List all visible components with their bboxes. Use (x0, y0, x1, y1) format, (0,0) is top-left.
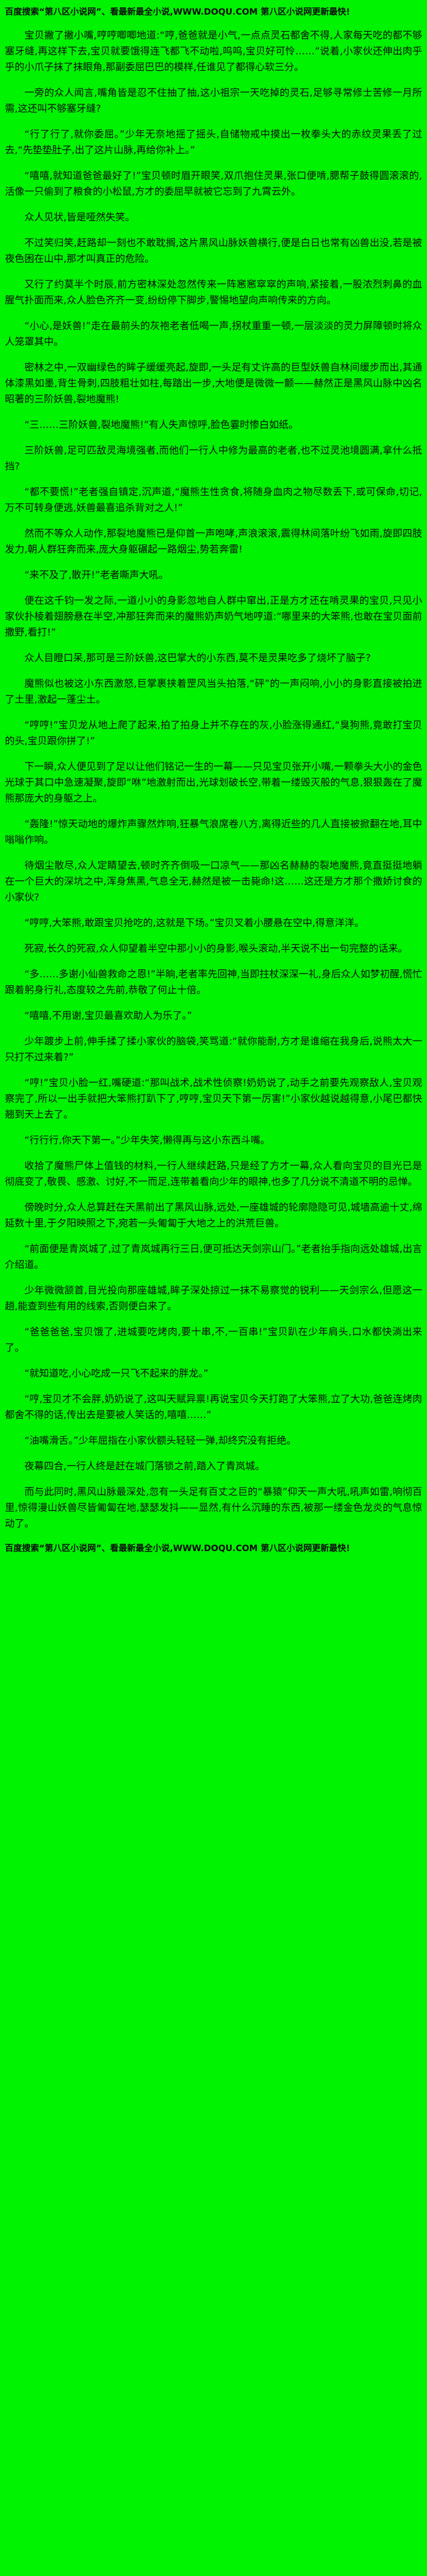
novel-paragraph: 少年微微颔首,目光投向那座雄城,眸子深处掠过一抹不易察觉的锐利——天剑宗么,但愿… (5, 1284, 422, 1312)
novel-paragraph: 不过笑归笑,赶路却一刻也不敢耽搁,这片黑风山脉妖兽横行,便是白日也常有凶兽出没,… (5, 237, 422, 264)
novel-paragraph: “哼哼!”宝贝龙从地上爬了起来,拍了拍身上并不存在的灰,小脸涨得通红,“臭狗熊,… (5, 719, 422, 747)
novel-paragraph: 三阶妖兽,足可匹敌灵海境强者,而他们一行人中修为最高的老者,也不过灵池境圆满,拿… (5, 444, 422, 472)
novel-paragraph: 众人目瞪口呆,那可是三阶妖兽,这巴掌大的小东西,莫不是灵果吃多了烧坏了脑子? (24, 652, 371, 664)
novel-paragraph: 便在这千钧一发之际,一道小小的身影忽地自人群中窜出,正是方才还在啃灵果的宝贝,只… (5, 595, 422, 638)
novel-paragraph: “嘻嘻,不用谢,宝贝最喜欢助人为乐了。” (24, 1010, 192, 1021)
novel-paragraph: “小心,是妖兽!”走在最前头的灰袍老者低喝一声,拐杖重重一顿,一层淡淡的灵力屏障… (5, 320, 422, 347)
novel-paragraph: “嘻嘻,就知道爸爸最好了!”宝贝顿时眉开眼笑,双爪抱住灵果,张口便啃,腮帮子鼓得… (5, 170, 422, 197)
novel-paragraph: “哼!”宝贝小脸一红,嘴硬道:“那叫战术,战术性侦察!奶奶说了,动手之前要先观察… (5, 1077, 422, 1120)
novel-paragraph: 收拾了魔熊尸体上值钱的材料,一行人继续赶路,只是经了方才一幕,众人看向宝贝的目光… (5, 1160, 422, 1187)
novel-paragraph: 然而不等众人动作,那裂地魔熊已是仰首一声咆哮,声浪滚滚,震得林间落叶纷飞如雨,旋… (5, 527, 422, 555)
novel-paragraph: “行了行了,就你委屈。”少年无奈地摇了摇头,自储物戒中摸出一枚拳头大的赤纹灵果丢… (5, 128, 422, 156)
novel-paragraph: “油嘴滑舌。”少年屈指在小家伙额头轻轻一弹,却终究没有拒绝。 (24, 1435, 296, 1446)
novel-paragraph: 傍晚时分,众人总算赶在天黑前出了黑风山脉,远处,一座雄城的轮廓隐隐可见,城墙高逾… (5, 1201, 422, 1229)
novel-paragraph: 宝贝撇了撇小嘴,哼哼唧唧地道:“哼,爸爸就是小气,一点点灵石都舍不得,人家每天吃… (5, 29, 422, 73)
novel-paragraph: 一旁的众人闻言,嘴角皆是忍不住抽了抽,这小祖宗一天吃掉的灵石,足够寻常修士苦修一… (5, 87, 422, 114)
site-notice-top: 百度搜索“第八区小说网”、看最新最全小说,WWW.DOQU.COM 第八区小说网… (5, 7, 350, 17)
novel-paragraph: 众人见状,皆是哑然失笑。 (24, 211, 135, 223)
novel-paragraph: 又行了约莫半个时辰,前方密林深处忽然传来一阵窸窸窣窣的声响,紧接着,一股浓烈刺鼻… (5, 278, 422, 306)
novel-paragraph: “行行行,你天下第一。”少年失笑,懒得再与这小东西斗嘴。 (24, 1134, 270, 1146)
novel-paragraph: “哼哼,大笨熊,敢跟宝贝抢吃的,这就是下场。”宝贝叉着小腰悬在空中,得意洋洋。 (24, 917, 364, 928)
novel-paragraph: 密林之中,一双幽绿色的眸子缓缓亮起,旋即,一头足有丈许高的巨型妖兽自林间缓步而出… (5, 361, 422, 405)
novel-content: 宝贝撇了撇小嘴,哼哼唧唧地道:“哼,爸爸就是小气,一点点灵石都舍不得,人家每天吃… (5, 27, 422, 1532)
novel-paragraph: 而与此同时,黑风山脉最深处,忽有一头足有百丈之巨的“暴猿”仰天一声大吼,吼声如雷… (5, 1486, 422, 1529)
novel-paragraph: 待烟尘散尽,众人定睛望去,顿时齐齐倒吸一口凉气——那凶名赫赫的裂地魔熊,竟直挺挺… (5, 859, 422, 903)
novel-paragraph: 少年踱步上前,伸手揉了揉小家伙的脑袋,笑骂道:“就你能耐,方才是谁缩在我身后,说… (5, 1035, 422, 1063)
novel-paragraph: “来不及了,散开!”老者嘶声大吼。 (24, 569, 169, 581)
novel-paragraph: 夜幕四合,一行人终是赶在城门落锁之前,踏入了青岚城。 (24, 1460, 265, 1472)
novel-paragraph: “就知道吃,小心吃成一只飞不起来的胖龙。” (24, 1367, 209, 1379)
novel-paragraph: “轰隆!”惊天动地的爆炸声骤然炸响,狂暴气浪席卷八方,离得近些的几人直接被掀翻在… (5, 818, 422, 845)
novel-paragraph: “哼,宝贝才不会胖,奶奶说了,这叫天赋异禀!再说宝贝今天打跑了大笨熊,立了大功,… (5, 1393, 422, 1420)
novel-paragraph: “都不要慌!”老者强自镇定,沉声道,“魔熊生性贪食,将随身血肉之物尽数丢下,或可… (5, 486, 422, 513)
novel-paragraph: 下一瞬,众人便见到了足以让他们铭记一生的一幕——只见宝贝张开小嘴,一颗拳头大小的… (5, 761, 422, 804)
novel-paragraph: “爸爸爸爸,宝贝饿了,进城要吃烤肉,要十串,不,一百串!”宝贝趴在少年肩头,口水… (5, 1326, 422, 1353)
novel-paragraph: “多……多谢小仙兽救命之恩!”半晌,老者率先回神,当即拄杖深深一礼,身后众人如梦… (5, 968, 422, 996)
site-notice-bottom: 百度搜索“第八区小说网”、看最新最全小说,WWW.DOQU.COM 第八区小说网… (5, 1544, 350, 1554)
novel-paragraph: 死寂,长久的死寂,众人仰望着半空中那小小的身影,喉头滚动,半天说不出一句完整的话… (24, 942, 408, 954)
novel-paragraph: 魔熊似也被这小东西激怒,巨掌裹挟着罡风当头拍落,“砰”的一声闷响,小小的身影直接… (5, 678, 422, 705)
novel-paragraph: “前面便是青岚城了,过了青岚城再行三日,便可抵达天剑宗山门。”老者抬手指向远处雄… (5, 1243, 422, 1270)
novel-paragraph: “三……三阶妖兽,裂地魔熊!”有人失声惊呼,脸色霎时惨白如纸。 (24, 419, 299, 430)
